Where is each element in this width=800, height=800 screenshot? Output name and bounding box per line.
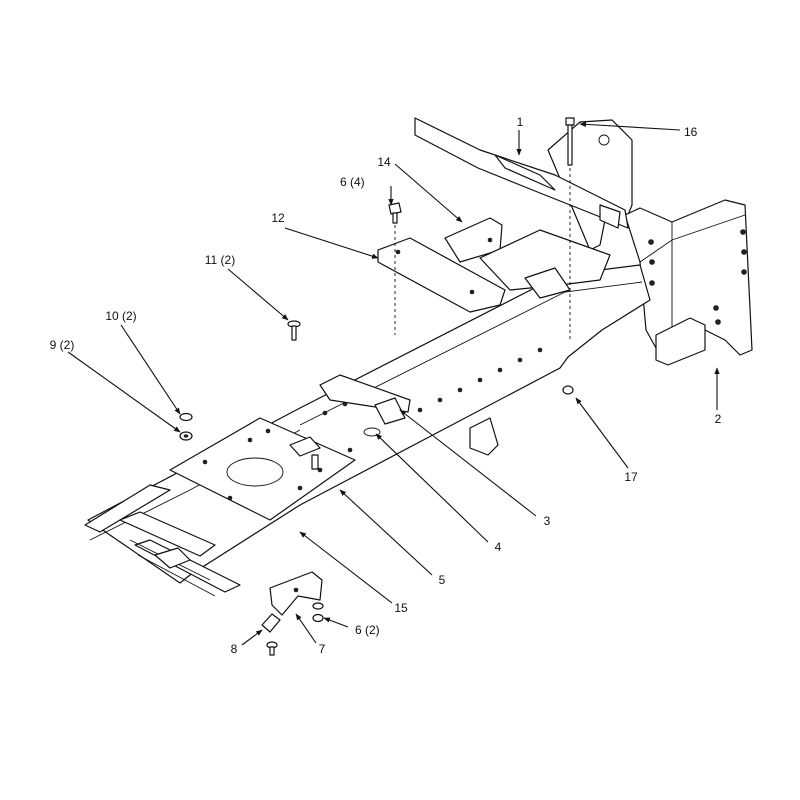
lower-bracket-hardware: [261, 571, 324, 656]
callout-1: 1: [517, 115, 524, 129]
callout-3: 3: [544, 514, 551, 528]
front-step-panels: [84, 484, 241, 597]
callout-7: 7: [319, 642, 326, 656]
part-17-nut: [562, 385, 574, 395]
callout-14: 14: [377, 155, 391, 169]
part-1-strap: [414, 117, 629, 229]
part-16-bolt: [565, 117, 575, 340]
leader-lines: [67, 121, 720, 646]
callout-5: 5: [439, 573, 446, 587]
callout-15: 15: [394, 601, 408, 615]
callout-9: 9 (2): [50, 338, 75, 352]
callout-10: 10 (2): [105, 309, 136, 323]
main-frame-rail: [87, 264, 651, 584]
part-11-screw: [287, 320, 301, 341]
callout-16: 16: [684, 125, 698, 139]
callout-11: 11 (2): [205, 253, 235, 267]
callout-4: 4: [495, 540, 502, 554]
callout-12: 12: [271, 211, 285, 225]
parts-9-10-hardware: [179, 412, 193, 441]
center-brackets: [289, 374, 411, 470]
callout-6-bottom: 6 (2): [355, 623, 380, 637]
part-6-bolt-top: [388, 202, 402, 335]
callout-8: 8: [231, 642, 238, 656]
part-14-bracket: [444, 217, 503, 263]
callout-2: 2: [715, 412, 722, 426]
callout-17: 17: [624, 470, 638, 484]
callout-labels: 1 16 14 6 (4) 12 11 (2) 10 (2) 9 (2) 2 1…: [50, 115, 722, 656]
part-12-plate: [377, 237, 506, 313]
rear-cross-channel: [479, 229, 611, 299]
callout-6-top: 6 (4): [340, 175, 365, 189]
